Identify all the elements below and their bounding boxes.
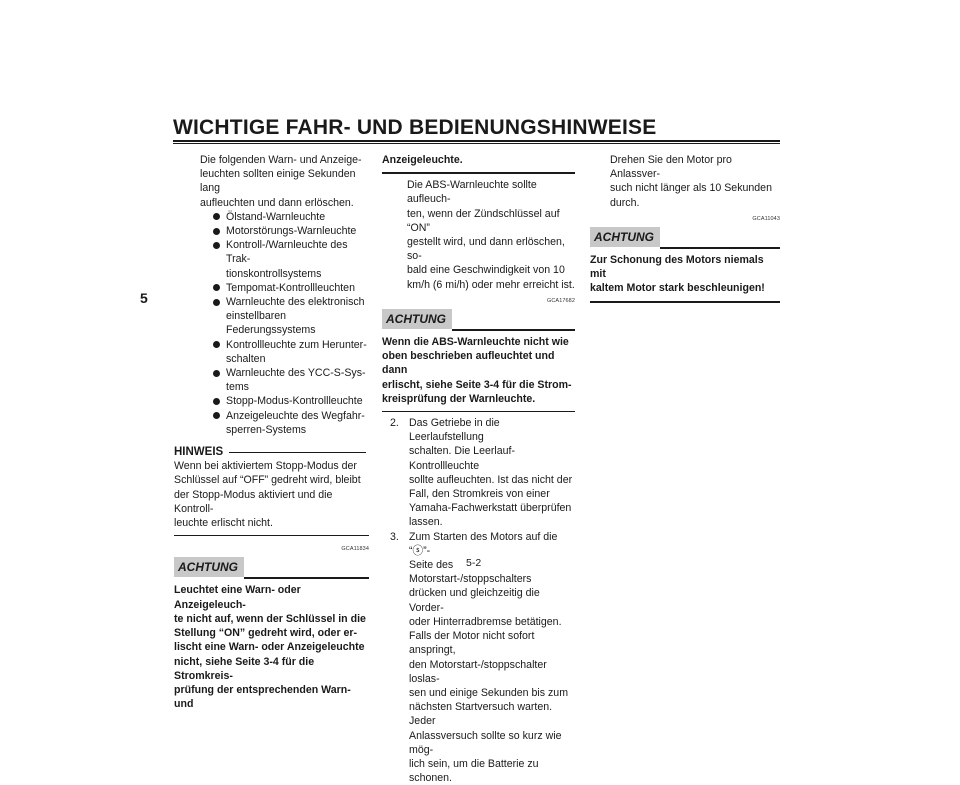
list-item: Stopp-Modus-Kontrollleuchte [200, 394, 369, 408]
column-3: Drehen Sie den Motor pro Anlassver- such… [590, 153, 780, 303]
column-2: Anzeigeleuchte. Die ABS-Warnleuchte soll… [382, 153, 575, 785]
text-line: Die folgenden Warn- und Anzeige- [200, 154, 362, 166]
header-rule-thin [173, 143, 780, 144]
list-item: Kontroll-/Warnleuchte des Trak-tionskont… [200, 238, 369, 281]
achtung-heading: ACHTUNG [590, 227, 780, 250]
reference-code: GCA11834 [341, 546, 369, 553]
achtung-badge: ACHTUNG [174, 557, 244, 578]
abs-paragraph: Die ABS-Warnleuchte sollte aufleuch- ten… [407, 179, 575, 291]
page-header-title: WICHTIGE FAHR- UND BEDIENUNGSHINWEISE [173, 116, 657, 139]
achtung-badge: ACHTUNG [382, 309, 452, 330]
achtung-heading: ACHTUNG [174, 557, 369, 580]
hinweis-text: Wenn bei aktiviertem Stopp-Modus der Sch… [174, 460, 361, 530]
achtung-badge: ACHTUNG [590, 227, 660, 248]
column-1: Die folgenden Warn- und Anzeige- leuchte… [174, 153, 369, 711]
list-item: Ölstand-Warnleuchte [200, 210, 369, 224]
list-item: Tempomat-Kontrollleuchten [200, 281, 369, 295]
achtung-text: Leuchtet eine Warn- oder Anzeigeleuch- t… [174, 584, 366, 711]
list-item: Kontrollleuchte zum Herunter-schalten [200, 338, 369, 366]
hinweis-heading: HINWEIS [174, 445, 369, 459]
achtung-end-rule [382, 172, 575, 175]
list-item: Motorstörungs-Warnleuchte [200, 224, 369, 238]
reference-code: GCA11043 [752, 215, 780, 222]
achtung-end-rule [382, 411, 575, 413]
achtung-text: Wenn die ABS-Warnleuchte nicht wie oben … [382, 336, 572, 405]
list-item: 2. Das Getriebe in die Leerlaufstellung … [390, 417, 573, 529]
page-number: 5-2 [466, 557, 482, 569]
chapter-tab: 5 [140, 290, 148, 306]
achtung-end-rule [590, 300, 780, 303]
hinweis-end-rule [174, 535, 369, 537]
text-line: aufleuchten und dann erlöschen. [200, 196, 354, 209]
achtung-text: Zur Schonung des Motors niemals mit kalt… [590, 254, 765, 295]
achtung-heading: ACHTUNG [382, 309, 575, 332]
header-rule [173, 140, 780, 142]
intro-paragraph: Die folgenden Warn- und Anzeige- leuchte… [174, 153, 369, 210]
achtung-text-continued: Anzeigeleuchte. [382, 154, 463, 166]
list-item: 3. Zum Starten des Motors auf die “ⓢ”- S… [390, 530, 569, 785]
reference-code: GCA17682 [546, 297, 575, 304]
text-line: leuchten sollten einige Sekunden lang [200, 168, 356, 195]
indicator-list: Ölstand-Warnleuchte Motorstörungs-Warnle… [174, 210, 369, 437]
list-item: Warnleuchte des YCC-S-Sys-tems [200, 366, 369, 394]
list-item: Anzeigeleuchte des Wegfahr-sperren-Syste… [200, 409, 369, 437]
cranking-paragraph: Drehen Sie den Motor pro Anlassver- such… [610, 154, 772, 209]
steps-list: 2. Das Getriebe in die Leerlaufstellung … [382, 416, 575, 785]
